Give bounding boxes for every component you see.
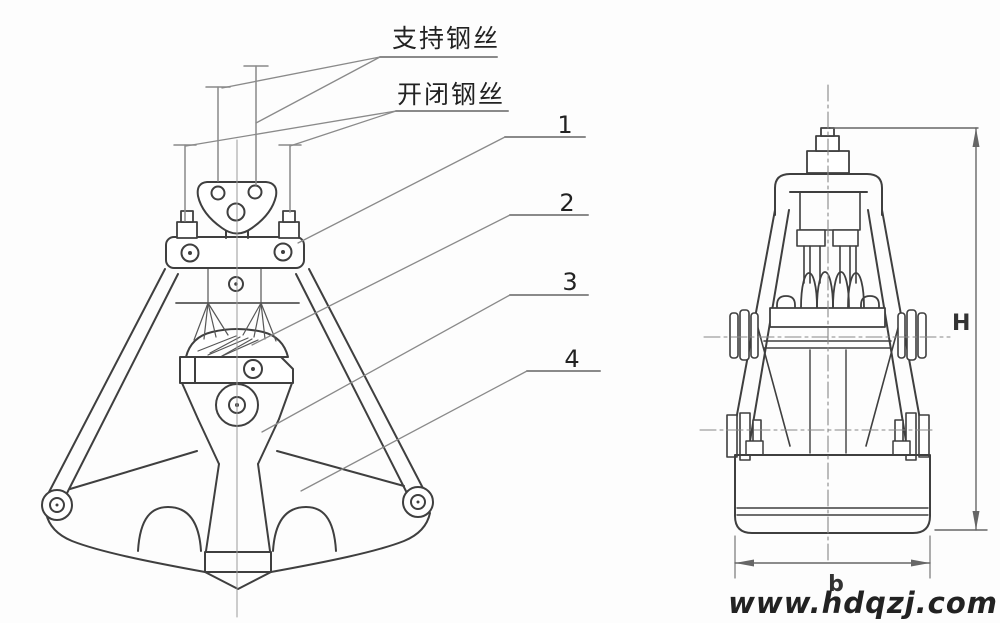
leader-lines	[185, 56, 601, 492]
closing-braces	[757, 327, 899, 454]
dim-label-b: b	[828, 572, 844, 597]
left-view	[41, 56, 601, 618]
lower-head-housing	[181, 382, 293, 465]
support-wire-label: 支持钢丝	[392, 24, 500, 53]
upper-pulley-stack-left	[729, 309, 759, 361]
upper-pulley-stack-right	[897, 309, 927, 361]
open-close-wire-label: 开闭钢丝	[397, 80, 505, 109]
callout-label-1: 1	[557, 111, 572, 139]
stay-arm-left	[47, 268, 179, 504]
callout-label-2: 2	[559, 189, 574, 217]
right-view-centerlines	[699, 84, 951, 561]
lower-bracket-right	[894, 412, 930, 461]
right-view	[699, 84, 988, 579]
shell-pivot-right	[402, 486, 434, 518]
sheave-lobes	[776, 271, 880, 327]
dim-label-H: H	[952, 311, 970, 336]
stay-arm-right	[295, 268, 427, 504]
dimension-width	[734, 535, 931, 579]
callout-label-4: 4	[564, 345, 579, 373]
lower-bracket-left	[726, 412, 762, 461]
rope-anchor-bolt-left	[176, 210, 198, 239]
bucket-shells	[45, 450, 431, 590]
wire-ropes	[173, 65, 302, 222]
annotations: 支持钢丝 开闭钢丝 1 2 3 4 H b	[392, 24, 970, 597]
bucket-front	[734, 440, 931, 534]
rope-anchor-bolt-right	[278, 210, 300, 239]
callout-label-3: 3	[562, 268, 577, 296]
watermark-url[interactable]: www.hdqzj.com	[728, 586, 998, 620]
dimension-height	[830, 127, 988, 531]
shell-pivot-left	[41, 489, 73, 521]
crosshead-beam	[165, 236, 305, 292]
head-block	[796, 191, 861, 284]
